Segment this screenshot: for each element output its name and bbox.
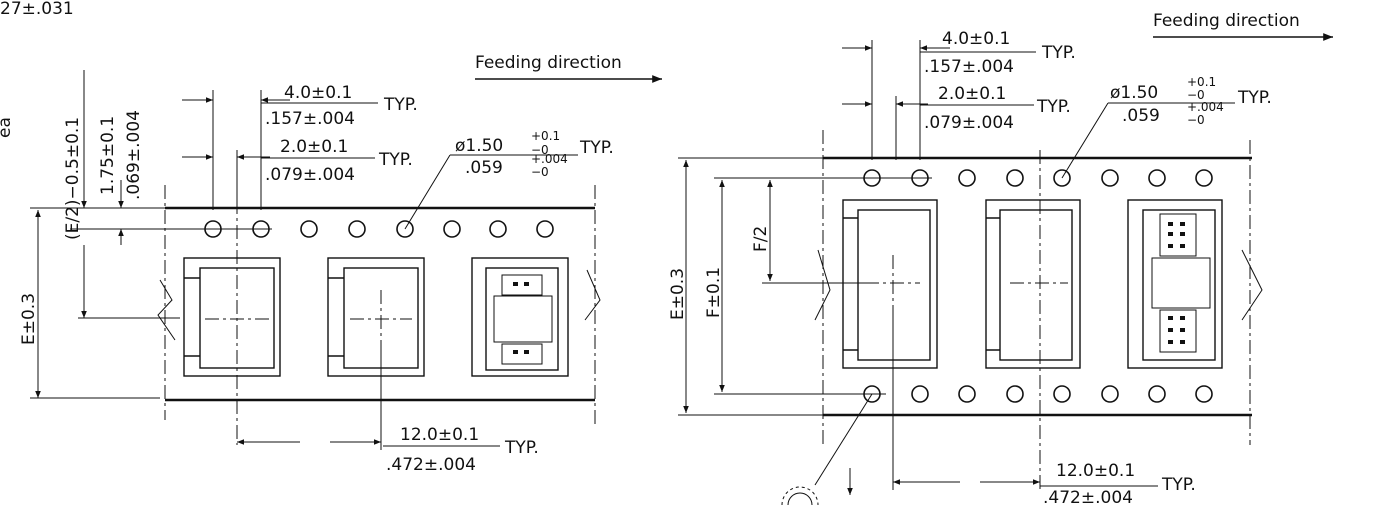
left-pitch-2-metric: 2.0±0.1 [280,137,348,157]
left-feeding-direction-label: Feeding direction [475,53,622,73]
left-width-e-dim: E±0.3 [19,293,39,345]
right-pocket-2 [985,150,1081,490]
left-hole-dia-iplus: +.004 [531,152,568,166]
left-break-line-right [584,269,601,321]
right-pitch-2-typ: TYP. [1036,97,1071,117]
sprocket-hole [348,220,366,238]
right-tape-drawing: Feeding direction [668,11,1333,505]
clipped-side-label: ea [0,117,15,138]
right-width-e-dim: E±0.3 [668,268,688,320]
right-pitch-12-imperial: .472±.004 [1043,488,1133,505]
left-hole-dia-minus: −0 [531,143,549,157]
right-sprocket-holes-top [863,169,1213,187]
left-edge-e2-dim: (E/2)−0.5±0.1 [63,117,83,240]
left-hole-dia-iminus: −0 [531,165,549,179]
right-pitch-4-typ: TYP. [1041,43,1076,63]
left-pitch-2-typ: TYP. [378,150,413,170]
left-pitch-12-imperial: .472±.004 [386,455,476,475]
left-hole-dia-metric: ø1.50 [455,136,503,156]
right-hole-dia-metric: ø1.50 [1110,83,1158,103]
right-break-line [814,249,831,321]
right-hole-dia-iplus: +.004 [1187,100,1224,114]
left-pitch-2-imperial: .079±.004 [265,165,355,185]
left-pocket-1 [183,150,281,445]
right-hole-dia-plus: +0.1 [1187,75,1216,89]
left-pitch-4-imperial: .157±.004 [265,109,355,129]
right-pitch-4-imperial: .157±.004 [924,57,1014,77]
left-edge-175-dim: 1.75±0.1 [98,116,118,195]
right-pitch-12-typ: TYP. [1161,475,1196,495]
clipped-dimension-text: 27±.031 [0,0,74,19]
left-sprocket-holes [204,220,554,238]
right-half-f-dim: F/2 [751,226,771,252]
left-pocket-2 [327,257,425,377]
right-hole-dia-iminus: −0 [1187,113,1205,127]
sprocket-hole [300,220,318,238]
left-edge-069-dim: .069±.004 [124,110,144,200]
right-pitch-2-imperial: .079±.004 [924,113,1014,133]
right-pitch-2-metric: 2.0±0.1 [938,84,1006,104]
right-hole-dia-imperial: .059 [1122,106,1160,126]
right-hole-dia-typ: TYP. [1237,88,1272,108]
sprocket-hole [536,220,554,238]
left-pitch-4-metric: 4.0±0.1 [284,83,352,103]
left-break-line [157,279,176,341]
right-pitch-12-metric: 12.0±0.1 [1056,461,1135,481]
right-hole-dia-minus: −0 [1187,88,1205,102]
right-pocket-3-connector [1127,199,1223,369]
right-pocket-1 [842,199,938,369]
right-pitch-4-metric: 4.0±0.1 [942,29,1010,49]
sprocket-hole [489,220,507,238]
left-pitch-4-typ: TYP. [383,95,418,115]
left-hole-dia-plus: +0.1 [531,129,560,143]
right-feeding-direction-label: Feeding direction [1153,11,1300,31]
right-break-line-right [1241,249,1263,321]
left-pitch-12-metric: 12.0±0.1 [400,425,479,445]
left-tape-drawing: Feeding direction [19,53,662,475]
right-width-f-dim: F±0.1 [704,267,724,318]
left-pitch-12-typ: TYP. [504,438,539,458]
left-pocket-3-connector [471,257,569,377]
left-hole-dia-imperial: .059 [465,158,503,178]
sprocket-hole [443,220,461,238]
right-sprocket-holes-bottom [863,385,1213,403]
left-hole-dia-typ: TYP. [579,138,614,158]
